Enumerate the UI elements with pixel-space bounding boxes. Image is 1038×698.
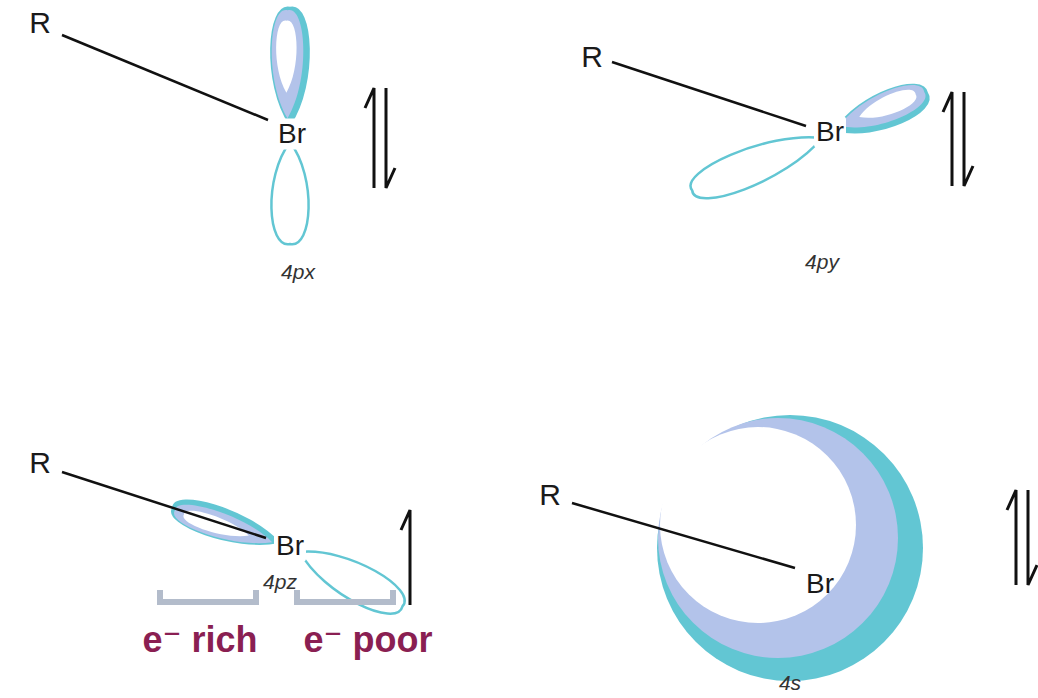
- atom-label: Br: [806, 569, 834, 600]
- atom-label: R: [29, 446, 51, 479]
- spin-up-arrow: [943, 92, 952, 186]
- orbital-lobe: [291, 536, 411, 623]
- bond-line: [612, 62, 806, 126]
- spin-down-arrow: [386, 88, 395, 188]
- lobe-highlight: [276, 21, 296, 93]
- lobe-shade: [171, 498, 276, 554]
- orbital-label: 4px: [281, 260, 315, 283]
- orbital-lobe: [271, 142, 308, 244]
- s-orbital-highlight: [660, 427, 856, 623]
- bond-line: [62, 472, 266, 538]
- spin-up-arrow: [365, 88, 374, 188]
- lobe-highlight: [181, 507, 251, 544]
- orbital-label: 4pz: [263, 570, 297, 593]
- bracket: [297, 590, 393, 602]
- orbital-label: 4s: [779, 672, 801, 695]
- bracket: [160, 590, 256, 602]
- lobe-shade: [272, 10, 304, 118]
- atom-label: R: [581, 40, 603, 73]
- s-orbital-outer: [657, 415, 923, 681]
- spin-up-arrow: [401, 510, 410, 605]
- spin-down-arrow: [1028, 490, 1037, 585]
- shaded-orbital-lobe: [271, 8, 308, 124]
- spin-up-arrow: [1007, 490, 1016, 585]
- bond-line: [62, 35, 268, 120]
- orbital-label: 4py: [805, 250, 839, 273]
- charge-label: e⁻ poor: [303, 620, 432, 660]
- spin-down-arrow: [964, 92, 973, 186]
- orbital-lobe: [685, 121, 829, 208]
- lobe-shade: [834, 78, 930, 140]
- atom-label: R: [29, 6, 51, 39]
- charge-label: e⁻ rich: [142, 620, 257, 660]
- atom-label: Br: [814, 117, 846, 148]
- bond-line: [572, 503, 795, 568]
- atom-label: R: [539, 478, 561, 511]
- atom-label: Br: [274, 531, 306, 562]
- lobe-highlight: [856, 85, 920, 126]
- lobe-outer: [271, 8, 308, 124]
- atom-label: Br: [276, 119, 308, 150]
